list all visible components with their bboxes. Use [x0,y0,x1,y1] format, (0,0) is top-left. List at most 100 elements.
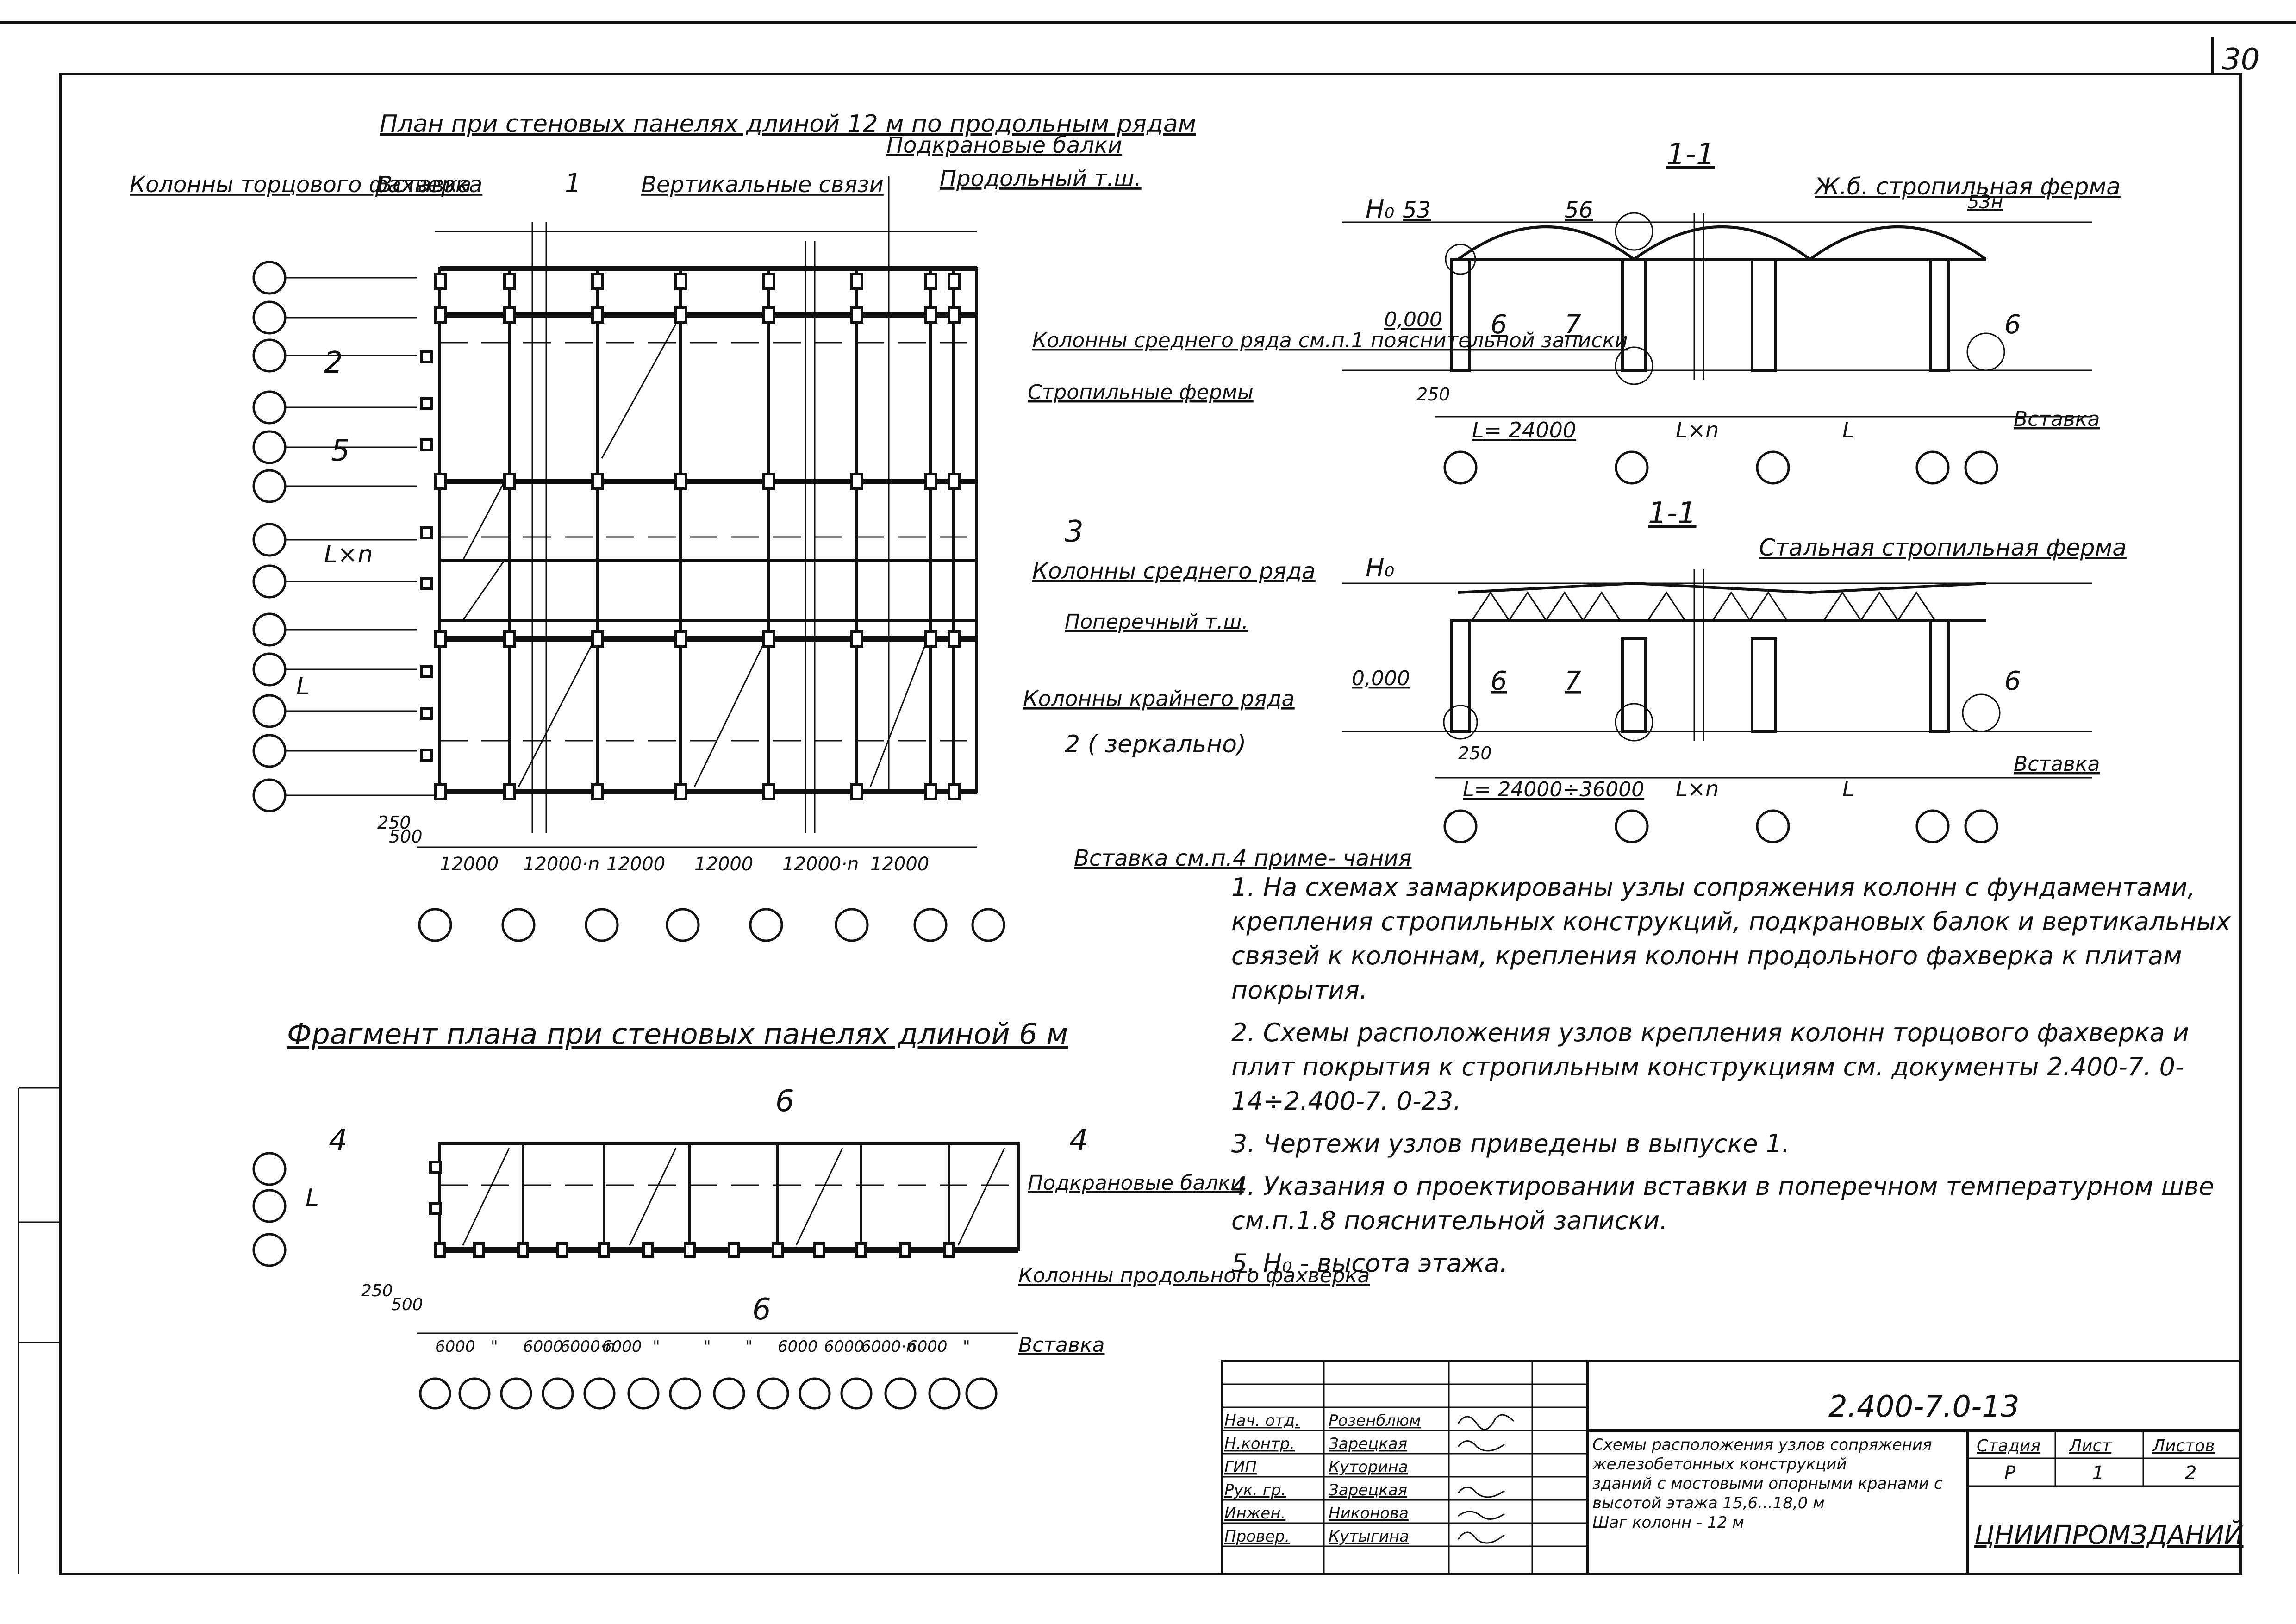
stage-value: Р [2004,1462,2016,1484]
svg-text:6000: 6000 [602,1337,642,1356]
label-mid-columns-note: Колонны среднего ряда см.п.1 пояснительн… [1032,329,1628,352]
fragment-label-long-columns: Колонны продольного фахверка [1018,1264,1370,1287]
svg-text:": " [491,1337,498,1356]
fragment-cut-6-top: 6 [775,1084,794,1118]
plan-main-diagonals [462,324,927,787]
svg-text:ГИП: ГИП [1224,1458,1257,1476]
svg-text:Розенблюм: Розенблюм [1329,1412,1421,1430]
label-crane-beams: Подкрановые балки [886,132,1122,158]
signatures [1457,1414,1515,1544]
span-2: 12000·n [523,854,599,875]
label-edge-columns: Колонны крайнего ряда [1023,686,1295,711]
label-insert-note: Вставка см.п.4 приме- чания [1074,845,1412,871]
fragment-dim-250: 250 [361,1281,393,1300]
section-bottom-axis-bubbles [1443,809,1998,843]
svg-text:Никонова: Никонова [1329,1504,1409,1523]
label-transverse-joint: Поперечный т.ш. [1065,610,1248,634]
label-mirror: 2 ( зеркально) [1065,731,1246,758]
section-bottom-truss-label: Стальная стропильная ферма [1759,534,2127,561]
section-top-truss-label: Ж.б. стропильная ферма [1813,173,2121,200]
svg-text:Рук. гр.: Рук. гр. [1224,1481,1286,1499]
drawing-frame [59,73,2242,1575]
fragment-cut-4-right: 4 [1069,1124,1088,1158]
svg-text:Н.контр.: Н.контр. [1224,1435,1295,1453]
title-block [1221,1360,2242,1575]
cut-mark-2-top: 2 [324,346,343,380]
node-6-bottom-right: 6 [2004,666,2021,696]
section-top-h0: H₀ [1366,194,1394,224]
section-top-span-1: L= 24000 [1472,418,1576,443]
org-name: ЦНИИПРОМЗДАНИЙ [1974,1520,2244,1550]
svg-text:Провер.: Провер. [1224,1527,1290,1546]
svg-text:Кутыгина: Кутыгина [1329,1527,1409,1546]
plan-main-axis-bubbles-left [252,261,287,812]
note-1: 1. На схемах замаркированы узлы сопряжен… [1231,873,2231,1005]
sheet-number: 30 [2222,43,2259,77]
section-top-title: 1-1 [1666,137,1715,172]
section-bottom-h0: H₀ [1366,553,1394,582]
svg-text:6000·n: 6000·n [861,1337,916,1356]
title-roles: Нач. отд. Розенблюм Н.контр. Зарецкая ГИ… [1224,1412,1421,1546]
fragment-label-crane-beams: Подкрановые балки [1028,1171,1244,1195]
notes-area: 1. На схемах замаркированы узлы сопряжен… [1231,873,2231,1278]
doc-code: 2.400-7.0-13 [1828,1390,2020,1424]
cut-mark-5: 5 [331,434,350,468]
svg-text:6000·n: 6000·n [560,1337,615,1356]
svg-text:": " [653,1337,660,1356]
node-7-bottom: 7 [1565,666,1581,696]
section-bottom-span-2: L×n [1676,776,1719,801]
fragment-cut-6-bottom: 6 [752,1293,771,1327]
svg-text:Нач. отд.: Нач. отд. [1224,1412,1300,1430]
section-bottom-dim-250: 250 [1458,743,1492,763]
section-bottom-span-1: L= 24000÷36000 [1463,778,1644,801]
node-6-top: 6 [1491,310,1507,340]
dim-lxn: L×n [324,541,373,568]
note-2: 2. Схемы расположения узлов крепления ко… [1231,1018,2189,1116]
svg-text:": " [963,1337,970,1356]
svg-text:Куторина: Куторина [1329,1458,1408,1476]
fragment-dim-500: 500 [391,1295,423,1314]
label-insert: Вставка [377,172,471,198]
svg-text:6000: 6000 [523,1337,563,1356]
section-bottom-span-3: L [1842,776,1854,801]
dim-l: L [296,673,310,700]
plan-main-columns [420,273,961,800]
plan-main-title: План при стеновых панелях длиной 12 м по… [380,110,1196,138]
svg-text:6000: 6000 [778,1337,818,1356]
fragment-grid [438,1142,1020,1253]
title-description: Схемы расположения узлов сопряжения желе… [1592,1436,1943,1532]
label-trusses: Стропильные фермы [1028,381,1254,404]
label-section-1: 1 [565,169,581,199]
label-end-columns: Колонны торцового фахверка [130,172,482,198]
fragment-label-insert: Вставка [1018,1333,1104,1357]
fragment-columns [429,1161,955,1258]
node-53: 53 [1403,197,1431,223]
section-top-span-3: L [1842,418,1854,443]
section-top-axis-bubbles [1443,450,1998,485]
sheets-header: Листов [2152,1437,2215,1455]
sheets-value: 2 [2185,1462,2196,1484]
svg-text:6000: 6000 [435,1337,475,1356]
span-4: 12000 [694,854,753,875]
span-6: 12000 [870,854,929,875]
svg-text:Инжен.: Инжен. [1224,1504,1285,1523]
svg-text:Зарецкая: Зарецкая [1329,1481,1407,1499]
note-3: 3. Чертежи узлов приведены в выпуске 1. [1231,1129,1790,1158]
svg-text:": " [704,1337,711,1356]
label-vertical-bracing: Вертикальные связи [641,172,884,198]
label-mid-row-columns: Колонны среднего ряда [1032,558,1316,584]
svg-text:6000: 6000 [824,1337,864,1356]
section-top-span-2: L×n [1676,418,1719,443]
section-bottom-insert: Вставка [2014,752,2100,776]
dim-500: 500 [389,826,423,847]
svg-text:Зарецкая: Зарецкая [1329,1435,1407,1453]
svg-text:6000: 6000 [907,1337,948,1356]
note-4: 4. Указания о проектировании вставки в п… [1231,1172,2215,1235]
plan-main-axis-leaders [285,277,444,796]
plan-main-axis-bubbles-bottom [418,908,1005,942]
section-bottom-level: 0,000 [1352,667,1410,690]
note-5: 5. H₀ - высота этажа. [1231,1249,1508,1278]
fragment-dim-l: L [306,1184,319,1212]
section-bottom-title: 1-1 [1648,496,1697,531]
node-6-right: 6 [2004,310,2021,340]
